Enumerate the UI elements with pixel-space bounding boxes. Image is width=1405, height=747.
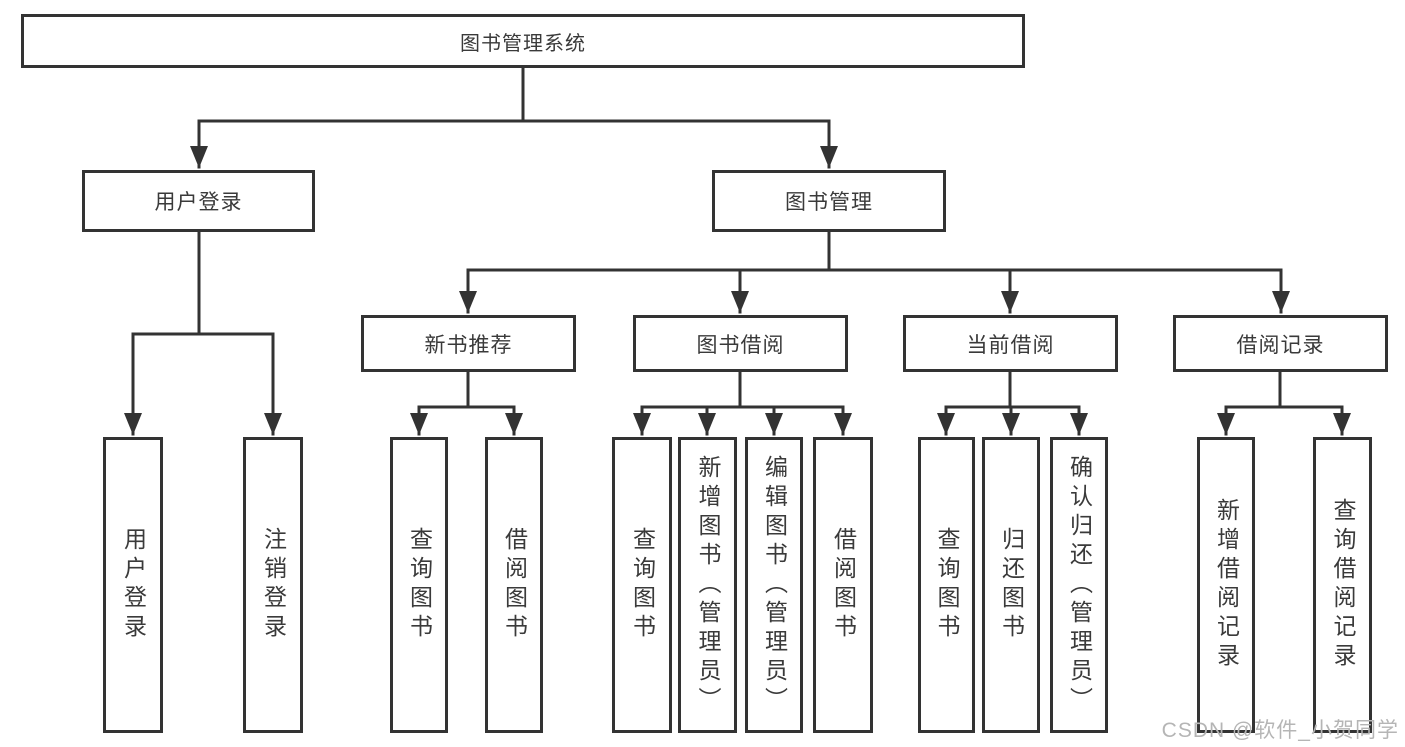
leaf-add-borrow-record: 新增借阅记录 xyxy=(1197,437,1255,733)
edge-new-books-fork xyxy=(417,370,516,409)
node-label: 图书借阅 xyxy=(696,333,785,357)
node-label: 查询图书 xyxy=(934,527,960,643)
edge-borrow-fork xyxy=(640,370,845,409)
node-label: 查询图书 xyxy=(406,527,433,643)
leaf-add-books-admin: 新增图书（管理员） xyxy=(678,437,737,733)
node-label: 借阅图书 xyxy=(501,527,528,643)
leaf-return-books: 归还图书 xyxy=(982,437,1040,733)
node-label: 借阅图书 xyxy=(830,527,857,643)
watermark: CSDN @软件_小贺同学 xyxy=(1161,719,1399,742)
edge-records-fork xyxy=(1224,370,1344,409)
node-user-login: 用户登录 xyxy=(82,170,315,232)
leaf-edit-books-admin: 编辑图书（管理员） xyxy=(745,437,803,733)
leaf-query-books-3: 查询图书 xyxy=(918,437,975,733)
node-label: 注销登录 xyxy=(260,527,287,643)
node-book-borrowing: 图书借阅 xyxy=(633,315,848,372)
node-label: 借阅记录 xyxy=(1236,333,1325,357)
node-label: 查询借阅记录 xyxy=(1330,498,1356,672)
leaf-confirm-return-admin: 确认归还（管理员） xyxy=(1050,437,1108,733)
edge-user-login-fork xyxy=(131,230,275,336)
node-current-borrowing: 当前借阅 xyxy=(903,315,1118,372)
edge-root-fork xyxy=(197,66,831,123)
node-label: 归还图书 xyxy=(998,527,1025,643)
leaf-user-login: 用户登录 xyxy=(103,437,163,733)
node-label: 图书管理系统 xyxy=(460,32,586,55)
leaf-query-borrow-record: 查询借阅记录 xyxy=(1313,437,1372,733)
node-new-book-recommend: 新书推荐 xyxy=(361,315,576,372)
node-book-management: 图书管理 xyxy=(712,170,946,232)
node-label: 用户登录 xyxy=(120,527,147,643)
edge-current-fork xyxy=(944,370,1081,409)
leaf-logout: 注销登录 xyxy=(243,437,303,733)
node-label: 查询图书 xyxy=(629,527,656,643)
node-label: 编辑图书（管理员） xyxy=(761,454,788,716)
node-borrowing-records: 借阅记录 xyxy=(1173,315,1388,372)
node-label: 图书管理 xyxy=(785,191,873,214)
node-label: 新增图书（管理员） xyxy=(695,454,721,716)
leaf-borrow-books-1: 借阅图书 xyxy=(485,437,543,733)
edge-book-mgmt-fork xyxy=(466,230,1283,272)
node-library-system: 图书管理系统 xyxy=(21,14,1025,68)
leaf-query-books-1: 查询图书 xyxy=(390,437,448,733)
node-label: 当前借阅 xyxy=(966,333,1055,357)
leaf-borrow-books-2: 借阅图书 xyxy=(813,437,873,733)
node-label: 用户登录 xyxy=(154,191,243,214)
node-label: 确认归还（管理员） xyxy=(1066,454,1093,716)
node-label: 新增借阅记录 xyxy=(1213,498,1240,672)
node-label: 新书推荐 xyxy=(424,333,513,357)
leaf-query-books-2: 查询图书 xyxy=(612,437,672,733)
